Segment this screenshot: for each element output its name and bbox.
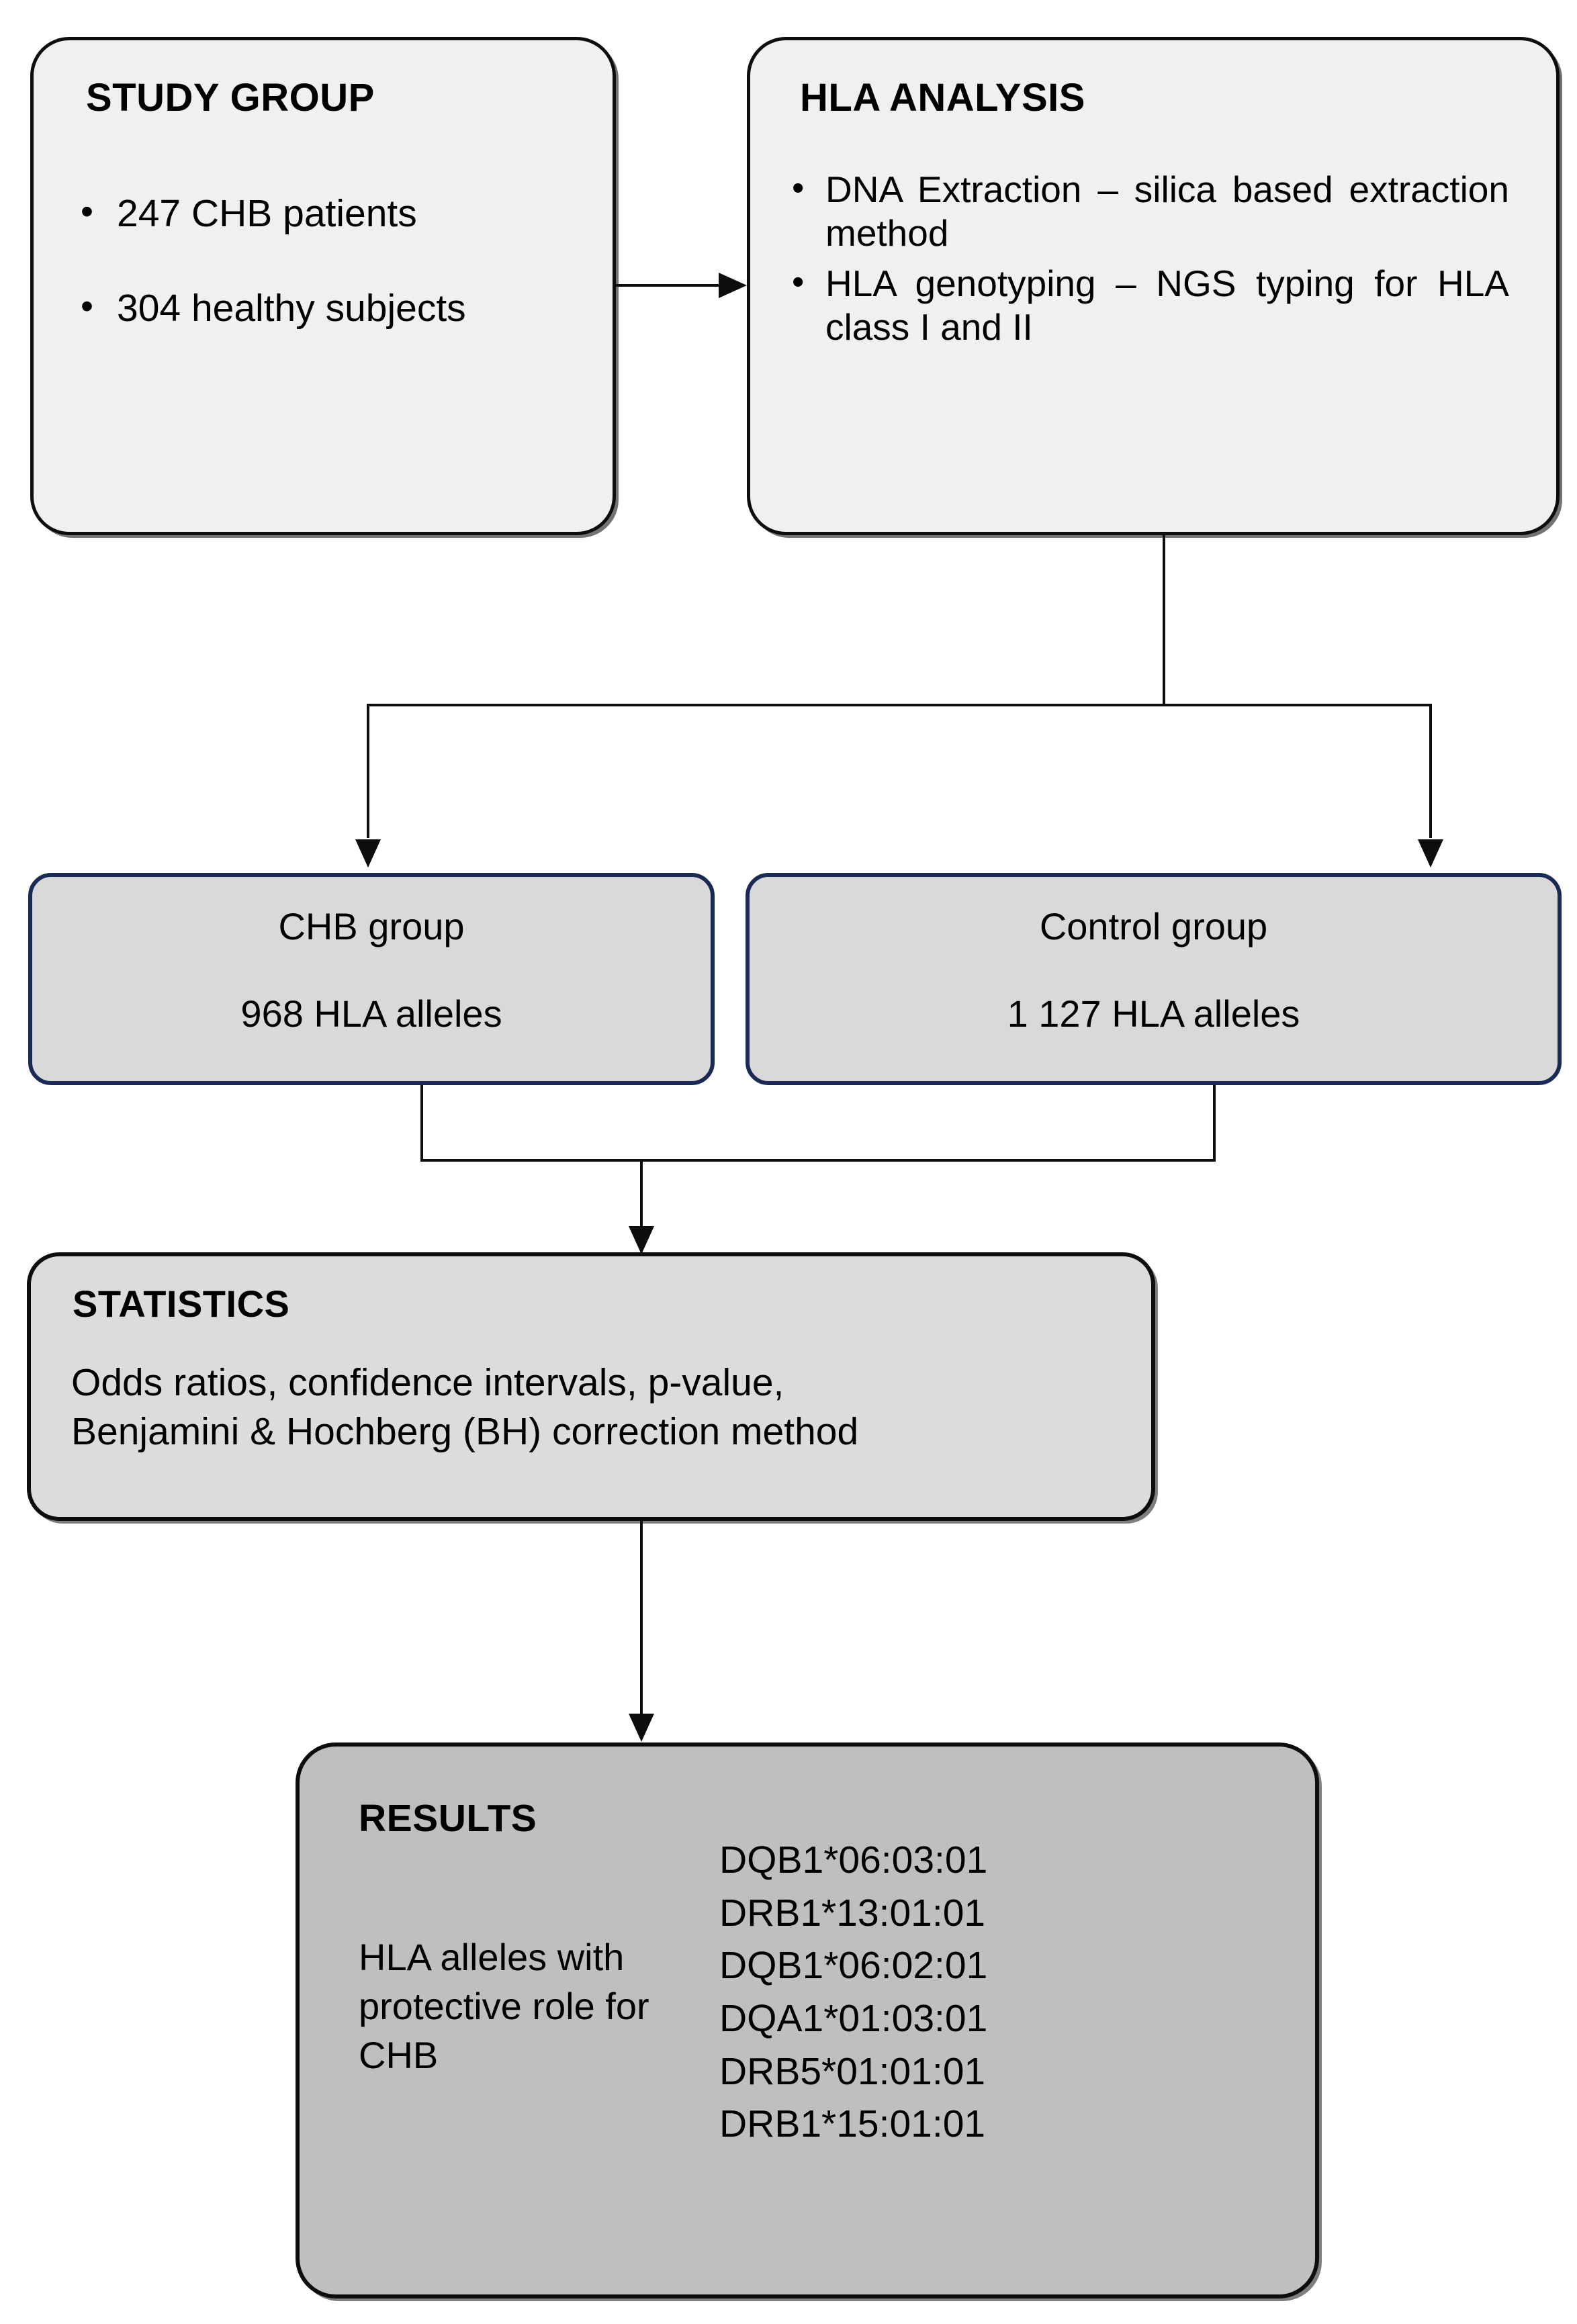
results-node: RESULTS HLA alleles with protective role… [296, 1742, 1319, 2298]
connector-chb-down [420, 1085, 423, 1160]
statistics-body: Odds ratios, confidence intervals, p-val… [71, 1358, 858, 1456]
connector-study-to-hla [615, 284, 723, 287]
chb-group-label: CHB group [278, 905, 465, 947]
allele-item: DRB5*01:01:01 [719, 2049, 986, 2093]
chb-group-node: CHB group 968 HLA alleles [28, 873, 715, 1085]
hla-analysis-title: HLA ANALYSIS [800, 76, 1085, 120]
statistics-line-1: Odds ratios, confidence intervals, p-val… [71, 1361, 784, 1404]
hla-analysis-bullet-1: DNA Extraction – silica based extraction… [777, 168, 1509, 255]
chb-group-count: 968 HLA alleles [240, 992, 502, 1035]
study-group-title: STUDY GROUP [86, 76, 375, 120]
connector-statistics-to-results [640, 1520, 643, 1715]
allele-item: DQB1*06:03:01 [719, 1839, 988, 1881]
chb-group-content: CHB group 968 HLA alleles [32, 908, 711, 1033]
connector-bus-to-control [1429, 704, 1432, 838]
arrow-bus-to-control [1418, 839, 1443, 868]
statistics-title: STATISTICS [73, 1283, 290, 1325]
arrow-study-to-hla [719, 273, 747, 298]
connector-merge-to-statistics [640, 1159, 643, 1226]
hla-analysis-bullet-list: DNA Extraction – silica based extraction… [777, 168, 1509, 349]
hla-analysis-node: HLA ANALYSIS DNA Extraction – silica bas… [747, 37, 1560, 535]
study-group-bullet-2: 304 healthy subjects [69, 288, 466, 328]
hla-analysis-bullet-2: HLA genotyping – NGS typing for HLA clas… [777, 262, 1509, 349]
results-description: HLA alleles with protective role for CHB [359, 1936, 649, 2076]
allele-item: DQA1*01:03:01 [719, 1996, 988, 2040]
study-group-node: STUDY GROUP 247 CHB patients 304 healthy… [30, 37, 616, 535]
allele-item: DRB1*13:01:01 [719, 1891, 986, 1935]
control-group-count: 1 127 HLA alleles [1007, 992, 1300, 1035]
connector-hla-down [1163, 535, 1165, 706]
results-title: RESULTS [359, 1797, 537, 1840]
allele-item: DRB1*15:01:01 [719, 2102, 986, 2146]
control-group-content: Control group 1 127 HLA alleles [750, 908, 1558, 1033]
statistics-node: STATISTICS Odds ratios, confidence inter… [27, 1252, 1155, 1521]
allele-item: DQB1*06:02:01 [719, 1944, 988, 1988]
study-group-bullet-1: 247 CHB patients [69, 193, 466, 233]
connector-control-down [1213, 1085, 1216, 1160]
control-group-label: Control group [1039, 905, 1268, 947]
arrow-merge-to-statistics [629, 1226, 654, 1254]
connector-merge-bus [420, 1159, 1216, 1162]
control-group-node: Control group 1 127 HLA alleles [746, 873, 1562, 1085]
arrow-statistics-to-results [629, 1714, 654, 1742]
study-group-bullet-list: 247 CHB patients 304 healthy subjects [69, 193, 466, 328]
results-allele-list: DQB1*06:03:01 DRB1*13:01:01 DQB1*06:02:0… [719, 1834, 987, 2151]
connector-split-bus [367, 704, 1432, 706]
statistics-line-2: Benjamini & Hochberg (BH) correction met… [71, 1409, 859, 1453]
connector-bus-to-chb [367, 704, 369, 838]
arrow-bus-to-chb [355, 839, 381, 868]
